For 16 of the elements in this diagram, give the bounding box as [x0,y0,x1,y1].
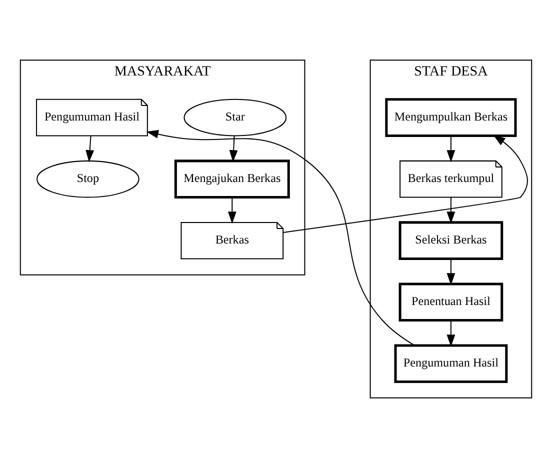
node-box: Mengajukan Berkas [174,160,290,198]
node-box: Penentuan Hasil [398,282,504,322]
node-ellipse: Star [184,98,287,136]
arrow [146,130,415,346]
arrow [446,320,456,347]
arrow [446,258,456,286]
node-ellipse: Stop [36,160,140,198]
arrow [283,134,528,233]
arrow [446,197,456,224]
arrow [229,136,238,162]
node-box: Seleksi Berkas [398,221,504,260]
arrow [86,136,94,162]
arrow [228,197,236,224]
arrow [446,136,456,162]
node-box: Pengumuman Hasil [394,344,508,384]
node-box: Mengumpulkan Berkas [385,98,517,137]
